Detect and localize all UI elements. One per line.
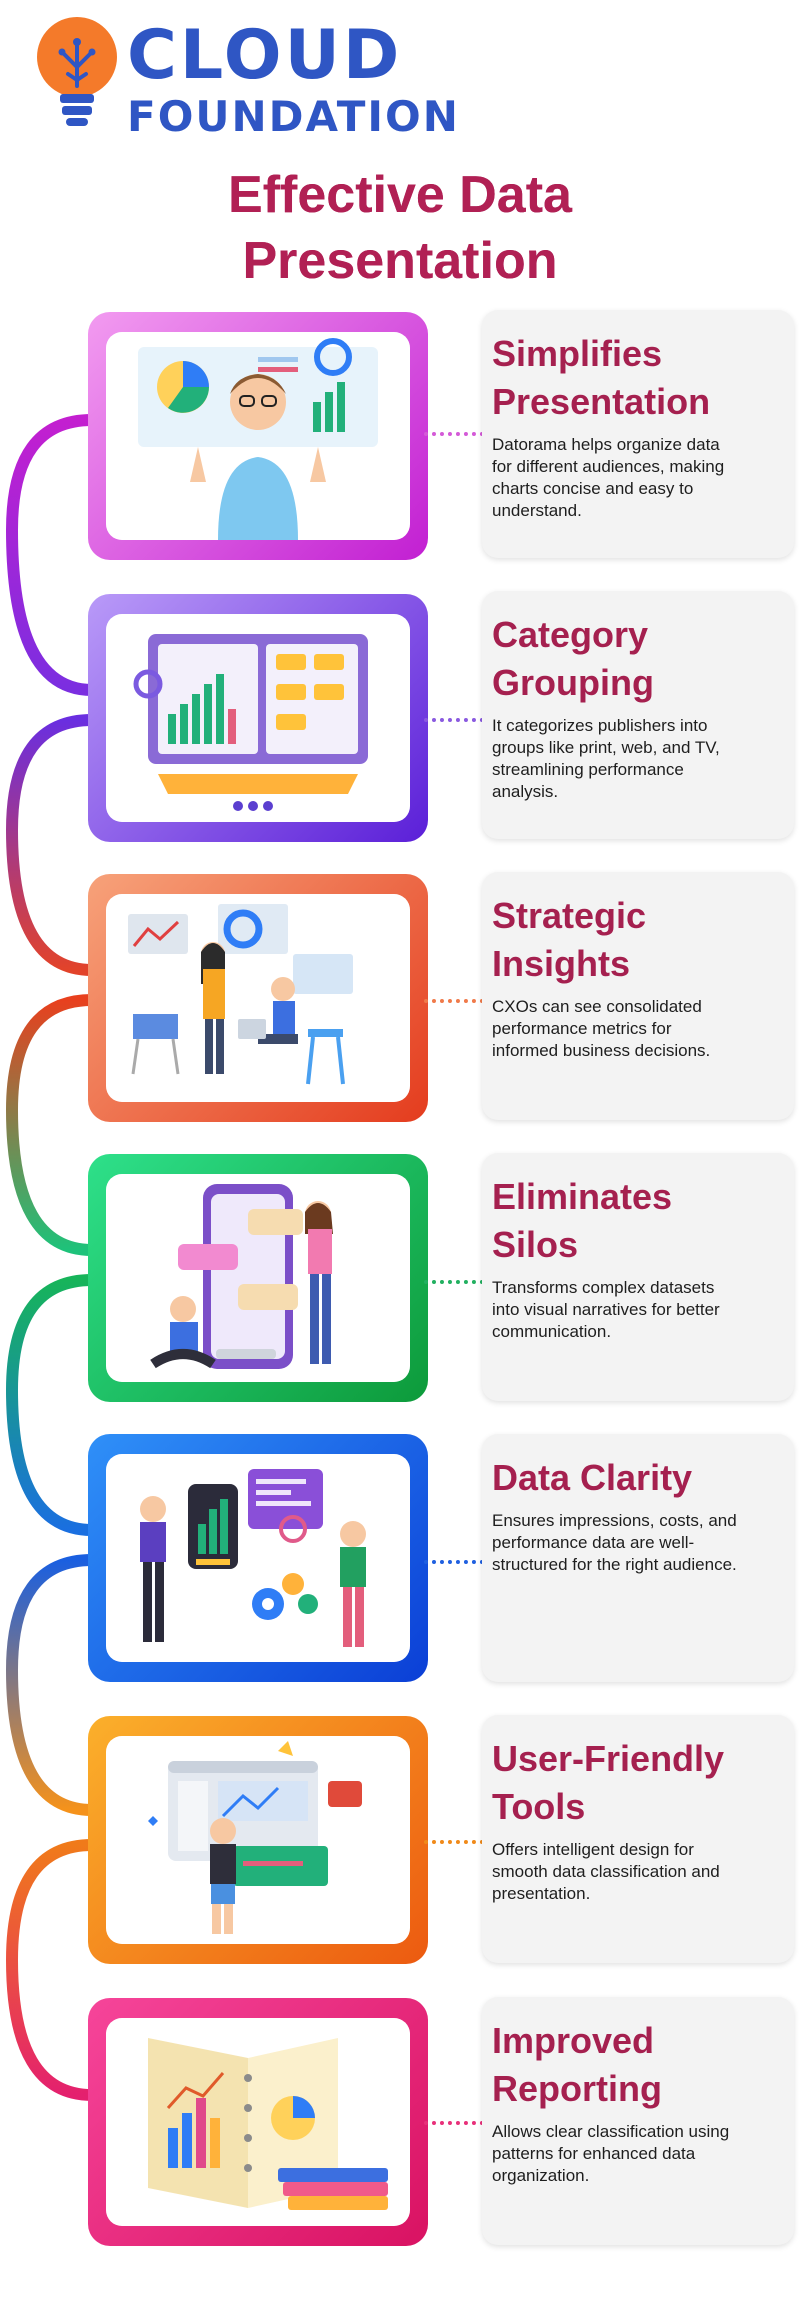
- page-title-line1: Effective Data: [0, 162, 800, 228]
- report-book-illustration: [148, 2038, 388, 2210]
- illustration-card-3: [88, 874, 428, 1122]
- panel-title-5-line1: Data Clarity: [492, 1457, 693, 1498]
- panel-text-6: Offers intelligent design for smooth dat…: [492, 1840, 720, 1903]
- panel-title-1-line1: Simplifies: [492, 333, 663, 374]
- connector-6: [424, 1840, 484, 1844]
- page-title-line2: Presentation: [0, 228, 800, 294]
- panel-title-5: Data Clarity: [492, 1454, 792, 1502]
- info-panel-5: Data Clarity Ensures impressions, costs,…: [482, 1434, 794, 1682]
- panel-text-1: Datorama helps organize data for differe…: [492, 435, 725, 520]
- panel-title-6-line2: Tools: [492, 1786, 586, 1827]
- connector-5: [424, 1560, 484, 1564]
- panel-title-4: Eliminates Silos: [492, 1173, 792, 1269]
- panel-title-7: Improved Reporting: [492, 2017, 792, 2113]
- connector-7: [424, 2121, 484, 2125]
- panel-title-2-line1: Category: [492, 614, 649, 655]
- chat-phone-illustration: [150, 1184, 333, 1369]
- brand-logo: CLOUD FOUNDATION: [22, 12, 492, 141]
- panel-title-7-line2: Reporting: [492, 2068, 662, 2109]
- page-title: Effective Data Presentation: [0, 162, 800, 294]
- lightbulb-icon: [37, 17, 117, 126]
- info-panel-4: Eliminates Silos Transforms complex data…: [482, 1153, 794, 1401]
- info-panel-6: User-Friendly Tools Offers intelligent d…: [482, 1715, 794, 1963]
- panel-title-6: User-Friendly Tools: [492, 1735, 792, 1831]
- developer-tools-illustration: [148, 1741, 362, 1934]
- panel-text-5: Ensures impressions, costs, and performa…: [492, 1511, 737, 1574]
- panel-title-2: Category Grouping: [492, 611, 792, 707]
- panel-text-2: It categorizes publishers into groups li…: [492, 716, 720, 801]
- info-panel-7: Improved Reporting Allows clear classifi…: [482, 1997, 794, 2245]
- panel-title-2-line2: Grouping: [492, 662, 654, 703]
- info-panel-3: Strategic Insights CXOs can see consolid…: [482, 872, 794, 1120]
- illustration-card-7: [88, 1998, 428, 2246]
- panel-title-6-line1: User-Friendly: [492, 1738, 725, 1779]
- logo-text-cloud: CLOUD: [127, 16, 403, 95]
- presenter-with-charts-illustration: [138, 338, 378, 540]
- illustration-card-2: [88, 594, 428, 842]
- illustration-card-5: [88, 1434, 428, 1682]
- team-meeting-illustration: [128, 904, 353, 1085]
- dashboard-board-illustration: [133, 634, 368, 811]
- panel-title-3-line1: Strategic: [492, 895, 647, 936]
- data-gears-illustration: [140, 1469, 366, 1647]
- panel-title-1: Simplifies Presentation: [492, 330, 792, 426]
- panel-text-4: Transforms complex datasets into visual …: [492, 1278, 720, 1341]
- panel-text-7: Allows clear classification using patter…: [492, 2122, 730, 2185]
- connector-4: [424, 1280, 484, 1284]
- info-panel-1: Simplifies Presentation Datorama helps o…: [482, 310, 794, 558]
- logo-text-foundation: FOUNDATION: [127, 92, 460, 141]
- panel-title-4-line1: Eliminates: [492, 1176, 673, 1217]
- panel-title-4-line2: Silos: [492, 1224, 579, 1265]
- panel-title-3: Strategic Insights: [492, 892, 792, 988]
- illustration-card-4: [88, 1154, 428, 1402]
- panel-title-3-line2: Insights: [492, 943, 631, 984]
- illustration-card-6: [88, 1716, 428, 1964]
- connector-3: [424, 999, 484, 1003]
- connector-2: [424, 718, 484, 722]
- panel-text-3: CXOs can see consolidated performance me…: [492, 997, 711, 1060]
- panel-title-1-line2: Presentation: [492, 381, 711, 422]
- illustration-card-1: [88, 312, 428, 560]
- panel-title-7-line1: Improved: [492, 2020, 655, 2061]
- connector-1: [424, 432, 484, 436]
- info-panel-2: Category Grouping It categorizes publish…: [482, 591, 794, 839]
